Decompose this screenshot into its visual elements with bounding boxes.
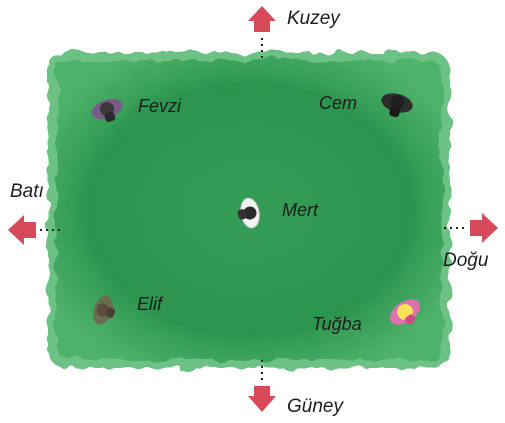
west-label: Batı [10,181,44,202]
west-arrow [8,215,62,245]
south-arrow [248,360,276,412]
person-elif-icon [93,295,116,325]
person-label-fevzi: Fevzi [138,96,182,116]
person-label-elif: Elif [137,294,163,314]
person-label-cem: Cem [319,93,358,113]
east-arrow [444,213,498,243]
north-arrow [248,6,276,62]
person-cem-icon [381,93,413,118]
south-label: Güney [287,396,343,417]
east-label: Doğu [443,250,489,271]
person-label-mert: Mert [282,200,318,220]
person-fevzi-icon [91,98,123,123]
north-label: Kuzey [287,8,340,29]
person-label-tugba: Tuğba [312,314,362,334]
person-tugba-icon [389,299,421,325]
person-mert-icon [237,197,260,229]
